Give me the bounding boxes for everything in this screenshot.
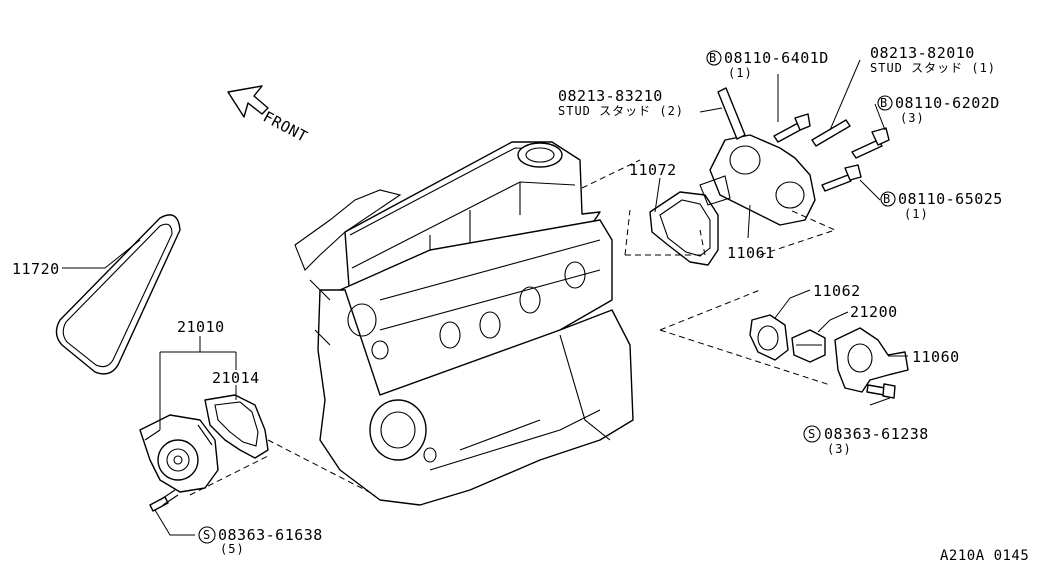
diagram-code: A210A 0145 [940,548,1029,564]
symbol-b: B [880,96,888,110]
leader-lines [62,59,908,536]
qty-08363-61238: (3) [827,442,852,456]
bolt-65025 [821,164,862,192]
symbol-b: B [883,192,891,206]
callout-08110-6401D: B 08110-6401D (1) [706,49,829,80]
qty-08110-6401D: (1) [728,66,753,80]
stud-83210 [717,87,746,140]
code-08363-61638: 08363-61638 [218,526,323,544]
qty-08110-6202D: (3) [900,111,925,125]
label-11072: 11072 [629,161,677,179]
symbol-s: S [203,528,211,542]
callout-08110-65025: B 08110-65025 (1) [880,190,1003,221]
projection-lines [189,159,837,496]
water-pump [139,414,219,493]
bolt-61238 [866,383,896,399]
engine-block [294,141,634,506]
water-outlet-gasket [649,191,719,266]
bolt-symbol-icon [880,191,896,207]
label-11061: 11061 [727,244,775,262]
qty-08110-65025: (1) [904,207,929,221]
code-08110-6401D: 08110-6401D [724,49,829,67]
desc-08213-82010: STUD スタッド (1) [870,61,996,75]
label-21014: 21014 [212,369,260,387]
bolt-6202d [851,127,890,159]
bolt-symbol-icon [877,95,893,111]
screw-symbol-icon [803,425,821,443]
qty-08363-61638: (5) [220,542,245,556]
bolt-6401d [773,113,811,143]
code-08110-6202D: 08110-6202D [895,94,1000,112]
front-arrow-icon [227,85,269,118]
symbol-b: B [709,51,717,65]
callout-08213-83210: 08213-83210 STUD スタッド (2) [558,87,684,118]
screw-symbol-icon [198,526,216,544]
front-label: FRONT [260,108,311,146]
label-21200: 21200 [850,303,898,321]
callout-08363-61638: S 08363-61638 (5) [198,526,323,556]
callout-08110-6202D: B 08110-6202D (3) [877,94,1000,125]
bolt-symbol-icon [706,50,722,66]
callout-08213-82010: 08213-82010 STUD スタッド (1) [870,44,996,75]
label-11062: 11062 [813,282,861,300]
thermostat-gasket [749,314,789,361]
code-08213-82010: 08213-82010 [870,44,975,62]
label-21010: 21010 [177,318,225,336]
desc-08213-83210: STUD スタッド (2) [558,104,684,118]
callout-08363-61238: S 08363-61238 (3) [803,425,929,456]
pump-bolt [149,489,179,512]
thermostat-housing [834,327,909,393]
symbol-s: S [808,427,816,441]
code-08363-61238: 08363-61238 [824,425,929,443]
label-11720: 11720 [12,260,60,278]
stud-82010 [811,119,851,147]
code-08213-83210: 08213-83210 [558,87,663,105]
water-outlet-housing [699,134,816,226]
water-pump-gasket [204,394,269,459]
thermostat [791,329,826,363]
code-08110-65025: 08110-65025 [898,190,1003,208]
label-11060: 11060 [912,348,960,366]
drive-belt [55,214,181,375]
